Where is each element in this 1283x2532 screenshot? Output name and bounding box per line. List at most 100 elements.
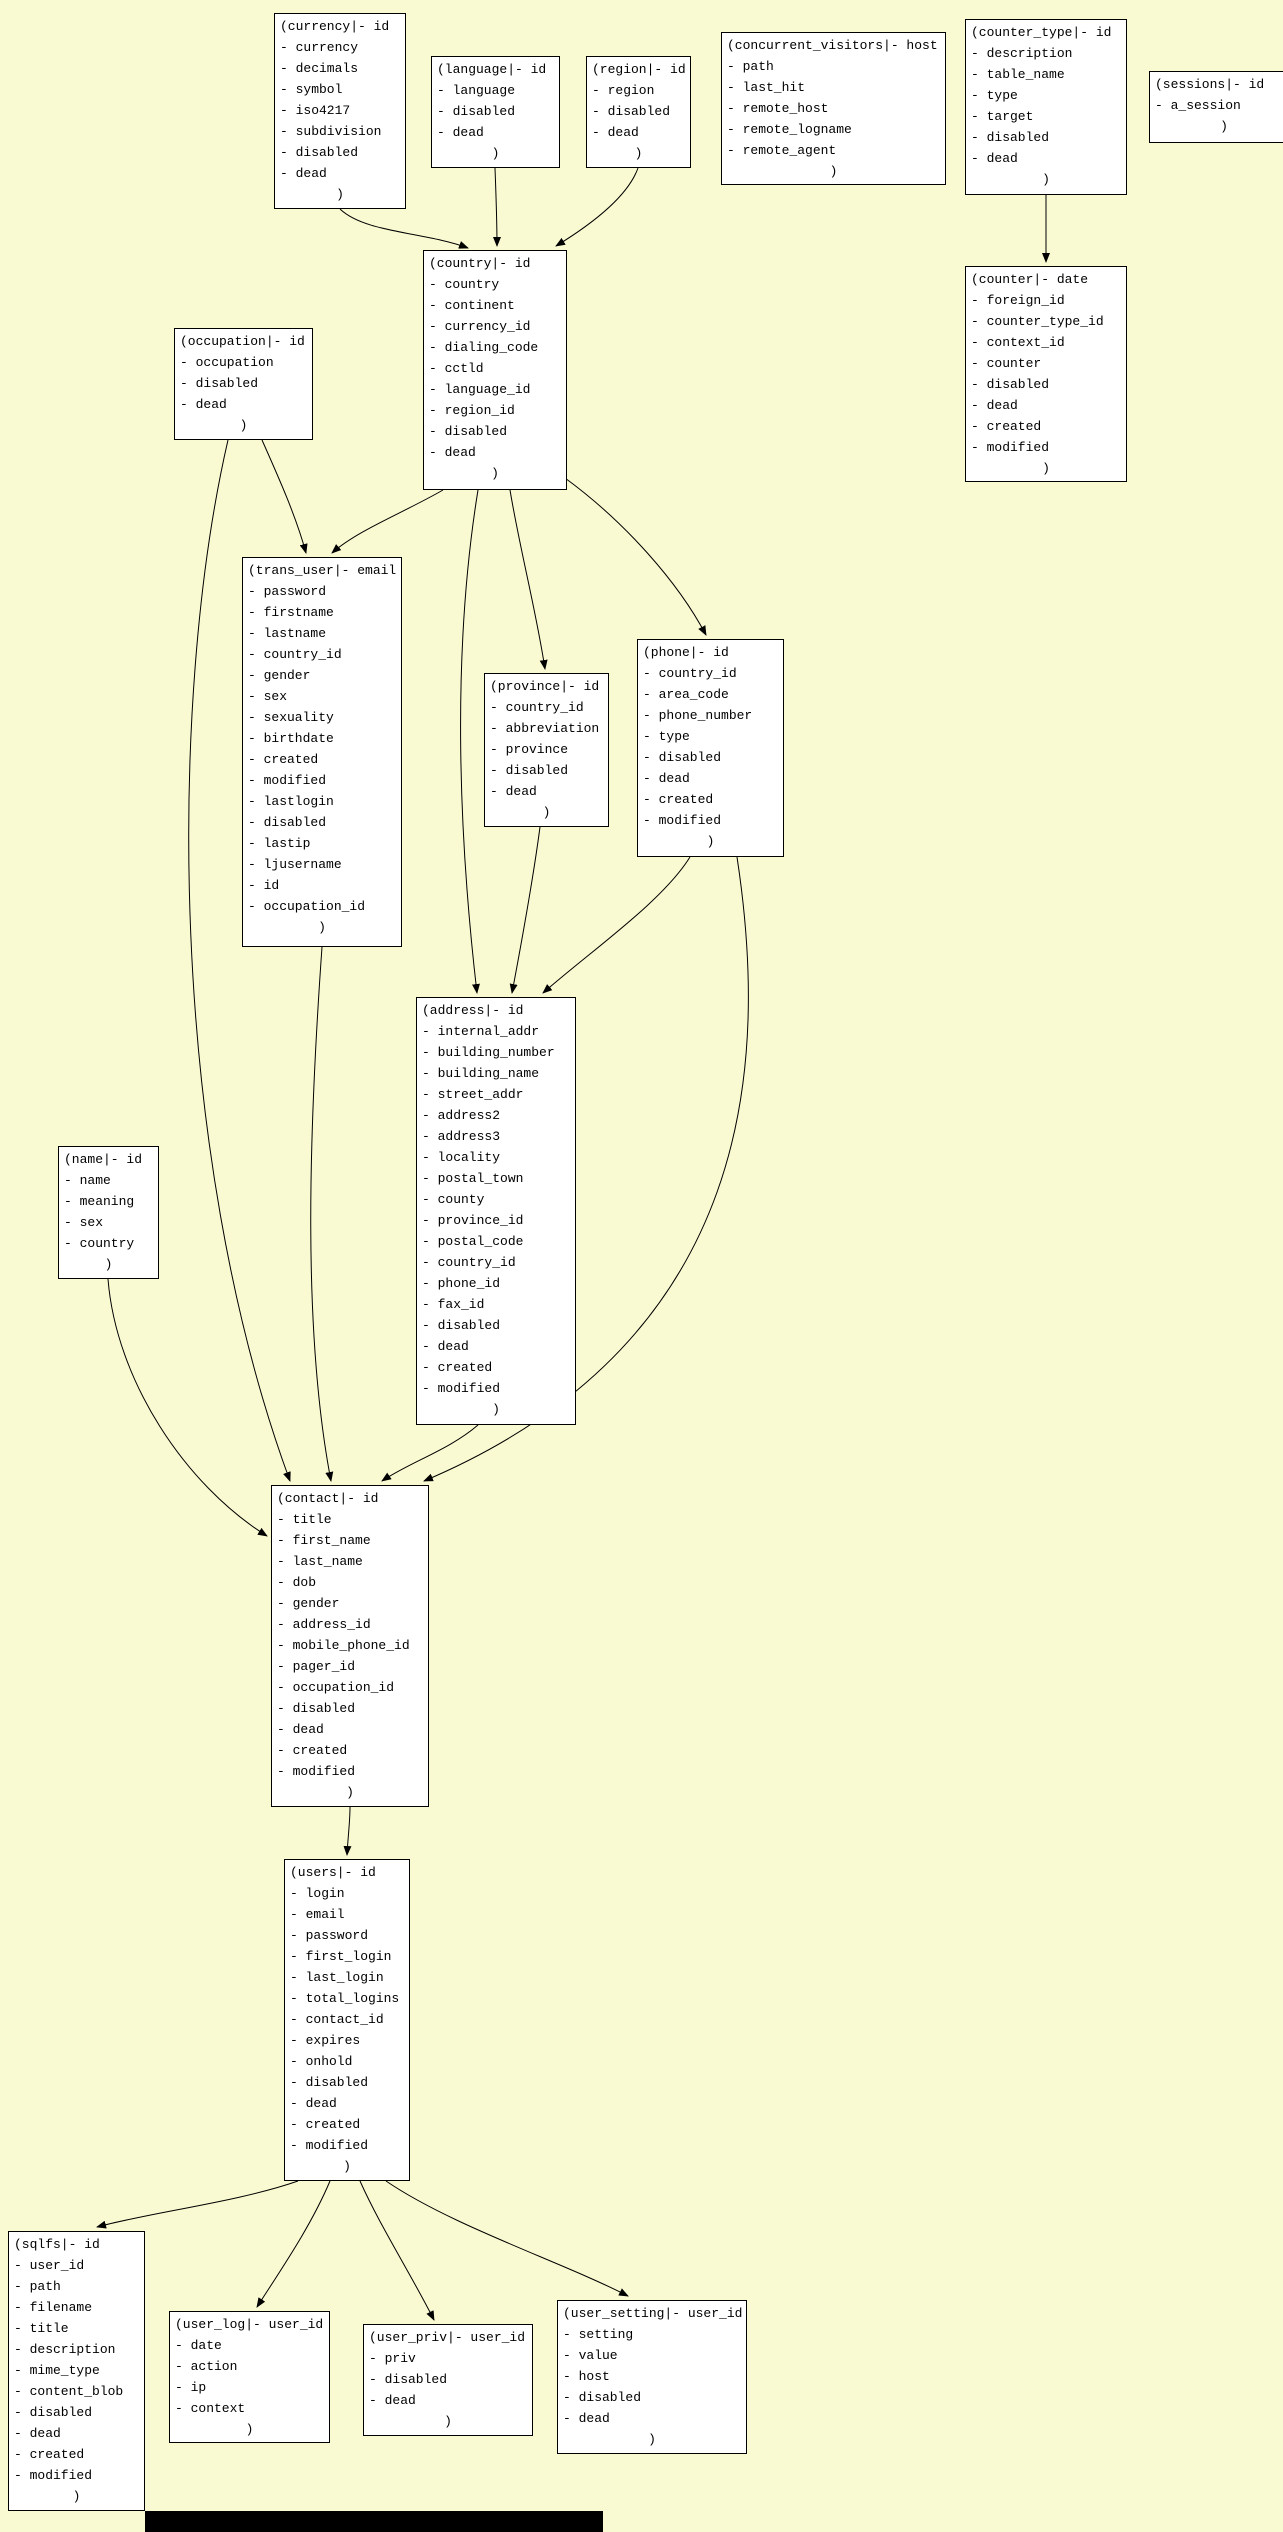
edge-country-to-trans_user (331, 489, 444, 554)
table-title: (phone|- id (643, 645, 729, 660)
table-footer: ) (318, 920, 326, 935)
table-footer: ) (491, 146, 500, 161)
table-field: - last_name (277, 1554, 363, 1569)
table-field: - target (971, 109, 1034, 124)
table-field: - login (290, 1886, 345, 1901)
table-field: - fax_id (422, 1297, 485, 1312)
table-footer: ) (343, 2159, 351, 2174)
table-field: - country_id (422, 1255, 516, 1270)
table-province: (province|- id- country_id- abbreviation… (484, 673, 609, 827)
edge-name-to-contact (107, 1278, 268, 1537)
table-field: - modified (290, 2138, 369, 2153)
table-field: - title (14, 2321, 69, 2336)
table-title: (user_log|- user_id (175, 2317, 324, 2332)
table-field: - disabled (429, 424, 508, 439)
table-field: - address3 (422, 1129, 501, 1144)
table-country: (country|- id- country- continent- curre… (423, 250, 567, 490)
table-field: - dob (277, 1575, 317, 1590)
table-field: - locality (422, 1150, 501, 1165)
table-field: - foreign_id (971, 293, 1065, 308)
table-field: - dead (280, 166, 327, 181)
edge-country-to-province (509, 489, 548, 670)
edge-phone-to-address (542, 856, 691, 994)
table-field: - country (429, 277, 500, 292)
table-field: - decimals (280, 61, 359, 76)
table-footer: ) (1042, 461, 1050, 476)
table-field: - id (248, 878, 280, 893)
table-field: - disabled (490, 763, 569, 778)
table-field: - description (971, 46, 1073, 61)
table-field: - dead (290, 2096, 337, 2111)
table-phone: (phone|- id- country_id- area_code- phon… (637, 639, 784, 857)
table-field: - modified (971, 440, 1050, 455)
table-field: - created (14, 2447, 85, 2462)
table-field: - onhold (290, 2054, 353, 2069)
table-field: - host (563, 2369, 610, 2384)
bottom-black-bar (145, 2511, 603, 2532)
table-field: - internal_addr (422, 1024, 540, 1039)
table-footer: ) (634, 146, 643, 161)
table-field: - modified (248, 773, 327, 788)
table-title: (user_priv|- user_id (369, 2330, 526, 2345)
table-field: - path (727, 59, 774, 74)
edge-users-to-user_setting (385, 2180, 629, 2297)
table-field: - date (175, 2338, 222, 2353)
table-occupation: (occupation|- id- occupation- disabled- … (174, 328, 313, 440)
table-title: (country|- id (429, 256, 531, 271)
table-field: - type (971, 88, 1018, 103)
table-field: - created (643, 792, 714, 807)
table-field: - dead (180, 397, 227, 412)
table-field: - a_session (1155, 98, 1241, 113)
table-title: (address|- id (422, 1003, 524, 1018)
table-field: - cctld (429, 361, 484, 376)
table-field: - dead (563, 2411, 610, 2426)
table-field: - dead (490, 784, 537, 799)
table-field: - password (248, 584, 327, 599)
table-field: - dead (971, 398, 1018, 413)
table-field: - sex (64, 1215, 104, 1230)
table-sqlfs: (sqlfs|- id- user_id- path- filename- ti… (8, 2231, 145, 2511)
table-field: - first_login (290, 1949, 392, 1964)
table-field: - action (175, 2359, 238, 2374)
edge-language-to-country (492, 167, 501, 247)
table-footer: ) (336, 187, 344, 202)
table-footer: ) (491, 466, 499, 481)
table-field: - lastlogin (248, 794, 334, 809)
table-field: - disabled (563, 2390, 642, 2405)
table-title: (sqlfs|- id (14, 2237, 100, 2252)
table-field: - language (437, 83, 516, 98)
table-field: - disabled (422, 1318, 501, 1333)
table-user_log: (user_log|- user_id- date- action- ip- c… (169, 2311, 330, 2443)
table-title: (region|- id (592, 62, 686, 77)
edge-occupation-to-trans_user (261, 439, 308, 554)
edge-users-to-sqlfs (96, 2180, 299, 2229)
table-field: - phone_id (422, 1276, 501, 1291)
table-field: - created (277, 1743, 348, 1758)
table-field: - country_id (490, 700, 584, 715)
table-footer: ) (1042, 172, 1050, 187)
table-user_setting: (user_setting|- user_id- setting- value-… (557, 2300, 747, 2454)
table-field: - region_id (429, 403, 515, 418)
table-field: - dead (429, 445, 476, 460)
table-contact: (contact|- id- title- first_name- last_n… (271, 1485, 429, 1807)
edge-occupation-to-contact (188, 439, 291, 1482)
edge-province-to-address (509, 826, 541, 994)
table-field: - address_id (277, 1617, 371, 1632)
table-field: - disabled (592, 104, 671, 119)
edge-users-to-user_log (256, 2180, 331, 2308)
table-currency: (currency|- id- currency- decimals- symb… (274, 13, 406, 209)
table-field: - phone_number (643, 708, 753, 723)
table-field: - modified (643, 813, 722, 828)
table-field: - lastname (248, 626, 327, 641)
table-field: - value (563, 2348, 618, 2363)
table-field: - user_id (14, 2258, 85, 2273)
table-field: - path (14, 2279, 61, 2294)
table-field: - first_name (277, 1533, 371, 1548)
table-field: - disabled (180, 376, 259, 391)
table-field: - region (592, 83, 655, 98)
table-field: - dialing_code (429, 340, 539, 355)
table-field: - remote_agent (727, 143, 837, 158)
table-field: - disabled (369, 2372, 448, 2387)
table-title: (users|- id (290, 1865, 376, 1880)
table-footer: ) (104, 1257, 113, 1272)
